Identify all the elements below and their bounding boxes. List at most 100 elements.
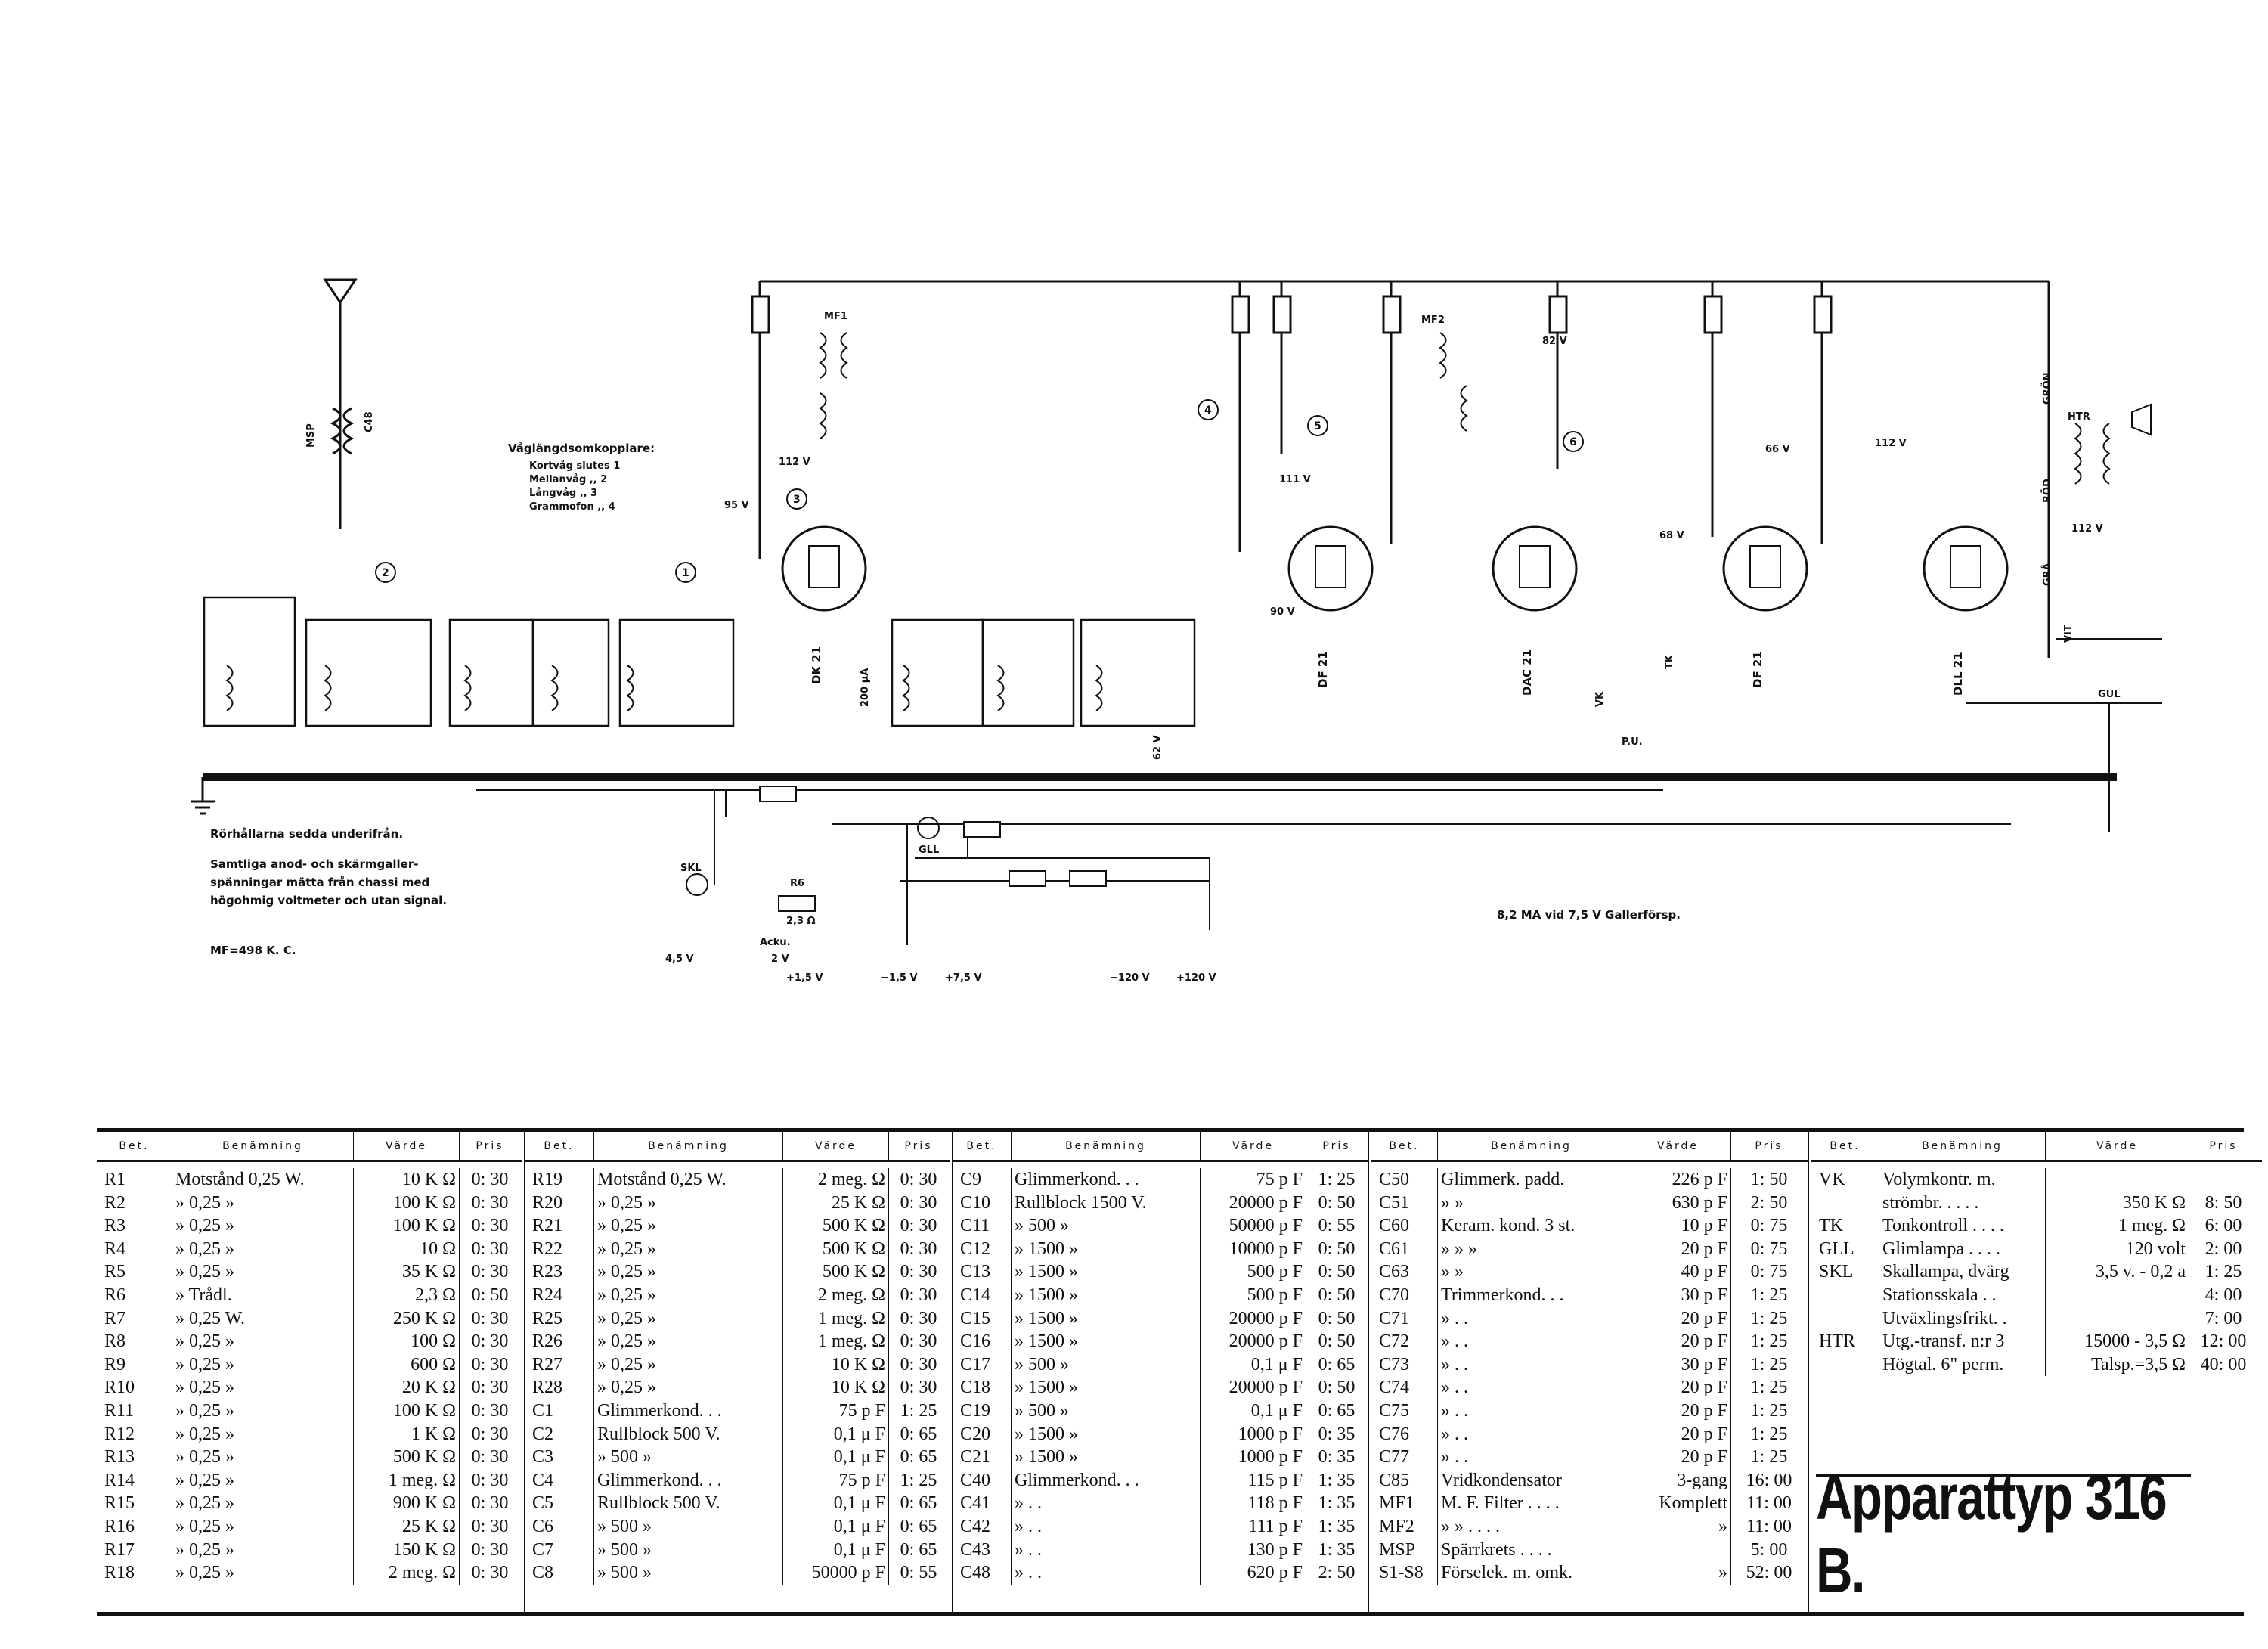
cell-varde: 130 p F: [1201, 1538, 1306, 1562]
header-pri: Pris: [476, 1139, 504, 1152]
cell-varde: 20 p F: [1625, 1399, 1731, 1423]
cell-varde: 500 p F: [1201, 1283, 1306, 1307]
cell-pris: 0: 30: [471, 1192, 509, 1213]
label-plus-7-5v: +7,5 V: [945, 972, 982, 984]
label-gron: GRÖN: [2041, 372, 2053, 405]
cell-pris: 11: 00: [1746, 1493, 1792, 1514]
cell-bet: R1: [97, 1168, 172, 1192]
cell-bet: R2: [97, 1191, 172, 1215]
cell-bet: R11: [97, 1399, 172, 1423]
cell-bet: C20: [953, 1422, 1012, 1446]
cell-varde: 75 p F: [1201, 1168, 1306, 1192]
voltage-112v-b: 112 V: [1875, 438, 1907, 449]
cell-bet: [1811, 1306, 1879, 1331]
cell-varde: 100 Ω: [354, 1330, 460, 1353]
cell-varde: Talsp.=3,5 Ω: [2046, 1353, 2189, 1377]
label-tk: TK: [1664, 654, 1675, 669]
cell-varde: 250 K Ω: [354, 1306, 460, 1331]
switch-pos-2: Mellanvåg ,, 2: [529, 474, 607, 485]
header-bet: Bet.: [525, 1132, 594, 1160]
cell-benamning: » 0,25 »: [172, 1214, 354, 1238]
cell-pris: 0: 30: [471, 1424, 509, 1444]
cell-benamning: » 1500 »: [1012, 1283, 1201, 1307]
cell-bet: C70: [1371, 1283, 1438, 1307]
cell-varde: 1 K Ω: [354, 1422, 460, 1446]
voltage-62v: 62 V: [1152, 735, 1163, 760]
cell-bet: C5: [525, 1492, 594, 1515]
circle-num-2: 2: [382, 567, 389, 579]
cell-bet: S1-S8: [1371, 1561, 1438, 1585]
cell-varde: 0,1 μ F: [1201, 1399, 1306, 1423]
cell-pris: 0: 30: [900, 1285, 937, 1305]
cell-benamning: » 1500 »: [1012, 1422, 1201, 1446]
cell-bet: TK: [1811, 1214, 1879, 1238]
cell-benamning: » . .: [1438, 1353, 1625, 1377]
cell-pris: 0: 50: [471, 1285, 509, 1305]
header-var: Värde: [354, 1132, 460, 1160]
cell-bet: R22: [525, 1237, 594, 1261]
header-var: Värde: [1201, 1132, 1306, 1160]
cell-pris: 1: 25: [1750, 1424, 1788, 1444]
label-rod: RÖD: [2041, 479, 2053, 503]
cell-benamning: » 0,25 »: [172, 1538, 354, 1562]
label-minus-1-5v: −1,5 V: [881, 972, 918, 984]
cell-varde: 50000 p F: [783, 1561, 889, 1585]
cell-bet: C60: [1371, 1214, 1438, 1238]
cell-pris: 0: 30: [471, 1563, 509, 1583]
voltage-82v: 82 V: [1542, 336, 1567, 347]
cell-bet: C63: [1371, 1260, 1438, 1284]
label-vk: VK: [1594, 691, 1606, 707]
cell-varde: 50000 p F: [1201, 1214, 1306, 1238]
label-200ua: 200 μA: [860, 668, 871, 707]
cell-benamning: » 0,25 »: [594, 1214, 783, 1238]
cell-bet: C13: [953, 1260, 1012, 1284]
label-plus-120v: +120 V: [1176, 972, 1216, 984]
header-bet: Bet.: [953, 1132, 1012, 1160]
cell-benamning: » 0,25 »: [594, 1353, 783, 1377]
cell-varde: [2046, 1283, 2189, 1307]
cell-bet: C3: [525, 1446, 594, 1469]
circle-num-5: 5: [1314, 420, 1321, 432]
cell-benamning: » . .: [1012, 1561, 1201, 1585]
tube-label-5: DLL 21: [1951, 652, 1965, 696]
cell-benamning: » 500 »: [594, 1538, 783, 1562]
cell-pris: 0: 35: [1318, 1447, 1356, 1468]
circle-num-4: 4: [1204, 405, 1212, 417]
cell-varde: 20000 p F: [1201, 1306, 1306, 1331]
cell-pris: 7: 00: [2204, 1308, 2242, 1328]
cell-benamning: » 0,25 »: [172, 1260, 354, 1284]
tube-label-4: DF 21: [1751, 651, 1765, 688]
cell-bet: C17: [953, 1353, 1012, 1377]
cell-bet: C71: [1371, 1306, 1438, 1331]
label-mf2: MF2: [1421, 315, 1445, 326]
voltage-112v-c: 112 V: [2071, 523, 2103, 535]
cell-varde: 15000 - 3,5 Ω: [2046, 1330, 2189, 1353]
cell-bet: [1811, 1283, 1879, 1307]
cell-pris: 1: 50: [1750, 1170, 1788, 1189]
cell-benamning: » . .: [1438, 1330, 1625, 1353]
cell-benamning: Glimmerkond. . .: [594, 1399, 783, 1423]
cell-varde: 900 K Ω: [354, 1492, 460, 1515]
cell-varde: 35 K Ω: [354, 1260, 460, 1284]
cell-varde: 500 K Ω: [354, 1446, 460, 1469]
cell-pris: 0: 65: [1318, 1354, 1356, 1375]
cell-benamning: » 1500 »: [1012, 1237, 1201, 1261]
cell-varde: 20 p F: [1625, 1446, 1731, 1469]
label-2v: 2 V: [771, 953, 789, 965]
cell-benamning: Rullblock 1500 V.: [1012, 1191, 1201, 1215]
